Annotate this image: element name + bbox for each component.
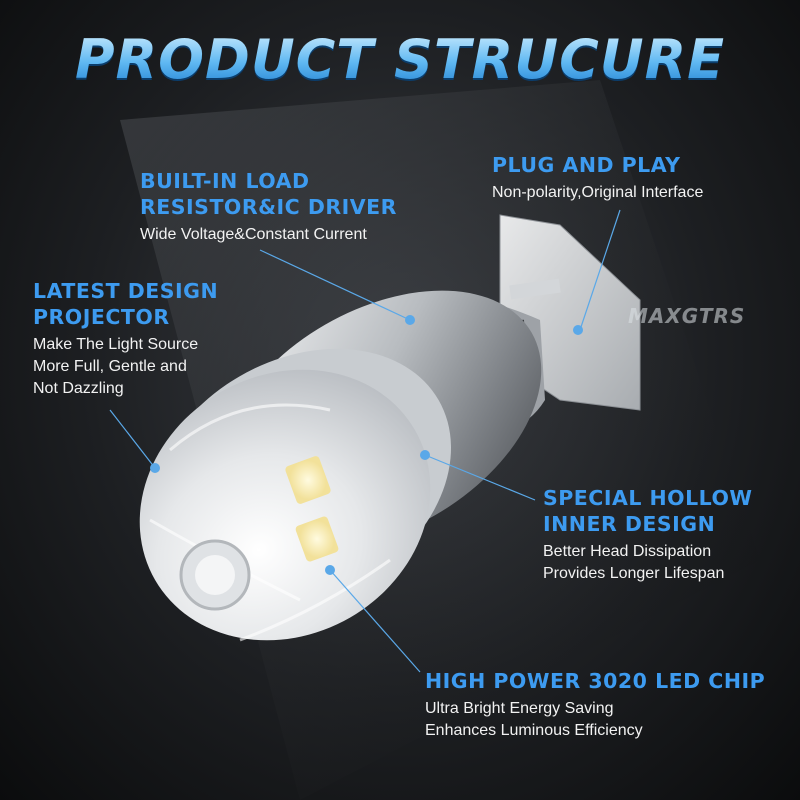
feature-desc-line: Enhances Luminous Efficiency: [425, 722, 643, 739]
feature-description: Non-polarity,Original Interface: [492, 182, 703, 204]
feature-hollow-inner-design: SPECIAL HOLLOW INNER DESIGN Better Head …: [543, 485, 753, 585]
feature-title-line: HIGH POWER 3020 LED CHIP: [425, 669, 766, 693]
feature-desc-line: Non-polarity,Original Interface: [492, 184, 704, 201]
feature-title-line: PROJECTOR: [33, 305, 170, 329]
leader-lines: [109, 209, 621, 673]
feature-title: LATEST DESIGN PROJECTOR: [33, 278, 218, 330]
page-title: PRODUCT STRUCURE: [0, 28, 800, 91]
feature-title: PLUG AND PLAY: [492, 152, 703, 178]
feature-desc-line: Not Dazzling: [33, 380, 124, 397]
feature-title: BUILT-IN LOAD RESISTOR&IC DRIVER: [140, 168, 397, 220]
feature-description: Ultra Bright Energy Saving Enhances Lumi…: [425, 698, 765, 742]
feature-title: SPECIAL HOLLOW INNER DESIGN: [543, 485, 753, 537]
feature-load-resistor: BUILT-IN LOAD RESISTOR&IC DRIVER Wide Vo…: [140, 168, 397, 246]
feature-title-line: PLUG AND PLAY: [492, 153, 681, 177]
led-chip: [285, 456, 331, 504]
feature-title-line: LATEST DESIGN: [33, 279, 219, 303]
feature-description: Wide Voltage&Constant Current: [140, 224, 397, 246]
feature-desc-line: Provides Longer Lifespan: [543, 565, 725, 582]
feature-title-line: RESISTOR&IC DRIVER: [140, 195, 397, 219]
feature-desc-line: Wide Voltage&Constant Current: [140, 226, 367, 243]
feature-desc-line: More Full, Gentle and: [33, 358, 187, 375]
feature-desc-line: Ultra Bright Energy Saving: [425, 700, 614, 717]
feature-title: HIGH POWER 3020 LED CHIP: [425, 668, 765, 694]
brand-watermark: MAXGTRS: [628, 304, 746, 328]
feature-description: Better Head Dissipation Provides Longer …: [543, 541, 753, 585]
feature-title-line: INNER DESIGN: [543, 512, 716, 536]
feature-desc-line: Make The Light Source: [33, 336, 199, 353]
feature-description: Make The Light Source More Full, Gentle …: [33, 334, 218, 400]
feature-title-line: BUILT-IN LOAD: [140, 169, 310, 193]
feature-plug-and-play: PLUG AND PLAY Non-polarity,Original Inte…: [492, 152, 703, 204]
feature-desc-line: Better Head Dissipation: [543, 543, 712, 560]
feature-latest-projector: LATEST DESIGN PROJECTOR Make The Light S…: [33, 278, 218, 400]
leader-endpoints: [150, 315, 583, 575]
feature-high-power-chip: HIGH POWER 3020 LED CHIP Ultra Bright En…: [425, 668, 765, 742]
feature-title-line: SPECIAL HOLLOW: [543, 486, 753, 510]
